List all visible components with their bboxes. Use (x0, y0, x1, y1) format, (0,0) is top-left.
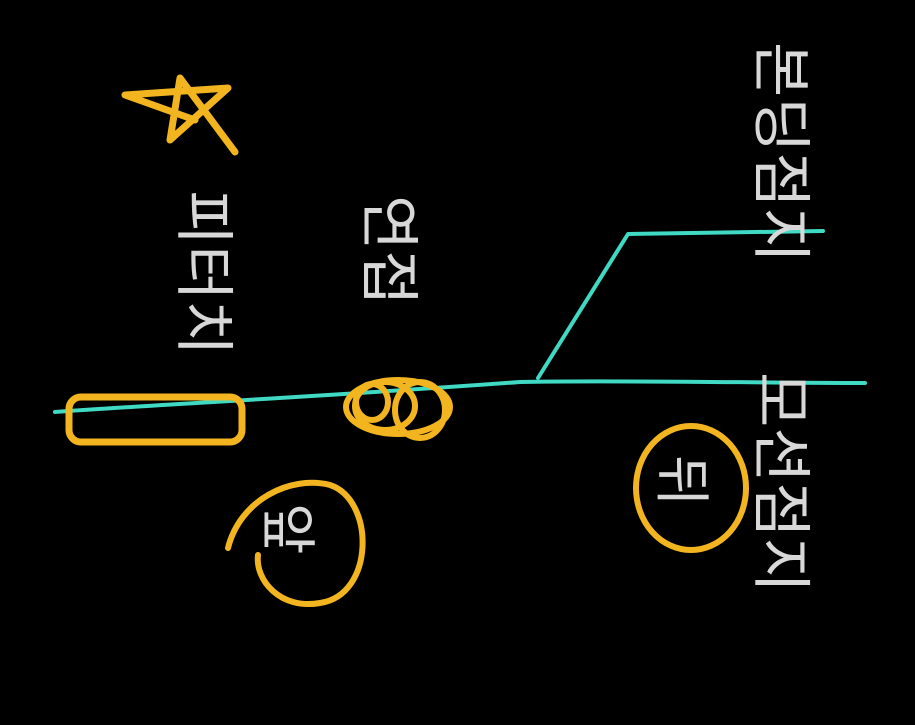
branch-line (536, 229, 825, 380)
joint-label: 연접 (353, 195, 423, 305)
main-line (53, 379, 867, 414)
back-circle (633, 423, 749, 553)
peter-point-label: 피터치 (168, 190, 238, 356)
motion-point-label: 모션점지 (745, 372, 815, 593)
back-label: 뒤 (648, 455, 713, 507)
star-scribble-icon (121, 74, 239, 156)
front-label: 앞 (254, 503, 319, 555)
joint-scribble-marker (343, 377, 453, 441)
bonding-point-label: 본딩점지 (745, 42, 815, 263)
peter-highlight-box (65, 393, 246, 446)
front-circle (225, 479, 366, 608)
